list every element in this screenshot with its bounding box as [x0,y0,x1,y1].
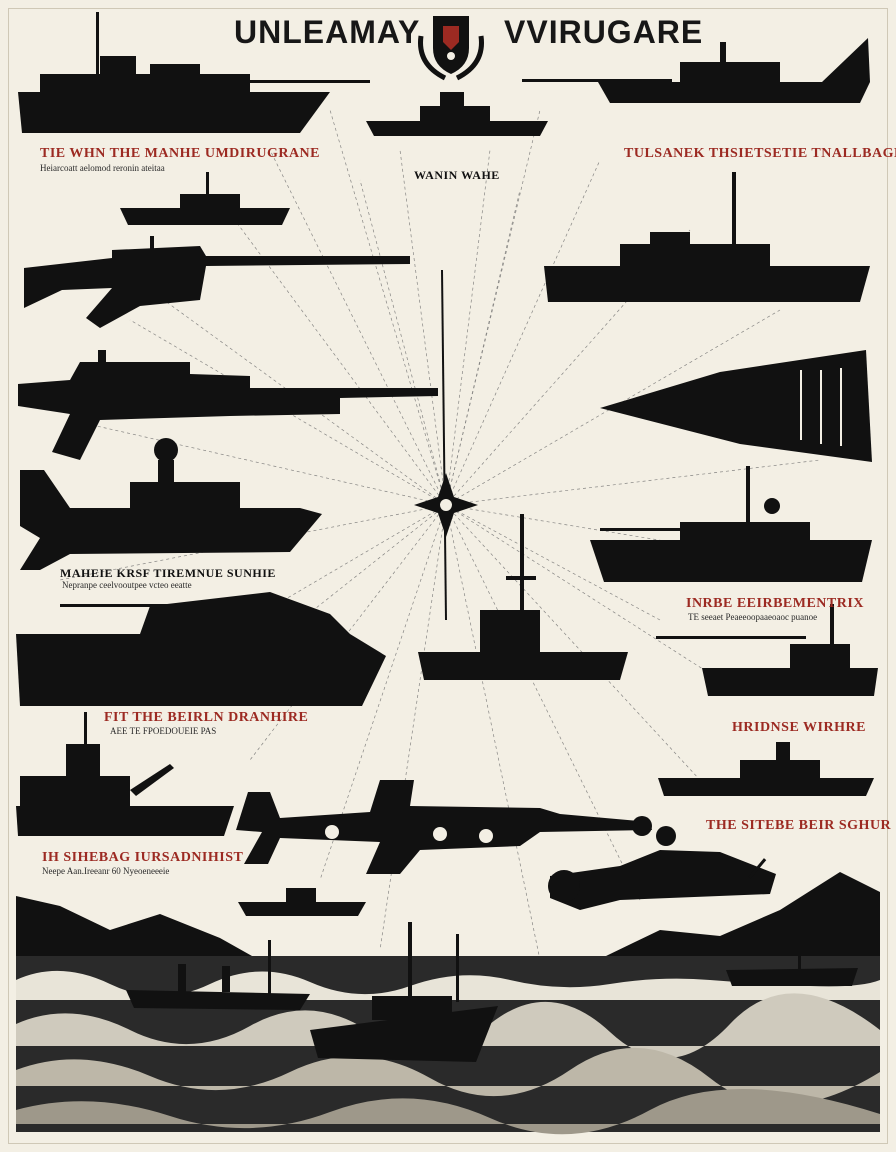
poster-title-left: UNLEAMAY [234,14,421,50]
ship-top-center [366,92,548,136]
rifle-mid [18,350,438,460]
label-lower-right: HRIDNSE WIRHRE [732,720,866,735]
mountains-right [606,872,880,956]
wreath-crest-icon [418,16,484,81]
label-top-left-sub: Heiarcoatt aelomod reronin ateitaa [40,163,165,173]
ship-small-left [120,172,290,225]
torpedo-boat-left [20,438,322,570]
label-center-top: WANIN WAHE [414,168,500,182]
label-mid-left-sub: Nepranpe ceelvooutpee vcteo eeatte [62,580,192,590]
aircraft-center [236,780,652,874]
label-lower-left: FIT THE BEIRLN DRANHIRE [104,710,309,725]
gunboat-left [16,592,386,706]
seaplane-right [548,826,776,910]
center-mast [441,269,447,621]
ship-right-row6 [658,742,874,796]
ship-top-right [522,38,870,103]
ship-right-row2 [544,172,870,302]
poster-frame [8,8,888,1144]
poster-title-right: VVIRUGARE [504,14,704,50]
mountains-left [16,896,252,956]
ship-right-row4 [590,466,872,582]
label-mid-right: INRBE EEIRBEMENTRIX [686,596,864,611]
rifle-top [24,236,410,328]
compass-star-icon [414,473,478,537]
label-lower-left-sub: AEE TE FPOEDOUEIE PAS [110,726,217,736]
label-top-left: TIE WHN THE MANHE UMDIRUGRANE [40,146,321,161]
label-mid-right-sub: TE seeaet Peaeeoopaaeoaoc puanoe [688,612,818,622]
label-mid-left: MAHEIE KRSF TIREMNUE SUNHIE [60,566,276,580]
patrol-boat-center [418,514,628,680]
label-bottom-left: IH SIHEBAG IURSADNIHIST [42,850,244,865]
ship-top-left [18,12,370,133]
rowboat-left [126,940,310,1010]
ship-right-row5 [656,604,878,696]
boat-right-sea [726,920,858,986]
destroyer-left [16,712,234,836]
label-top-right: TULSANEK THSIETSETIE TNALLBAGE [624,146,896,161]
small-boat-center [238,888,366,916]
label-bottom-right: THE SITEBE BEIR SGHUR [706,818,892,833]
label-bottom-left-sub: Neepe Aan.Ireeanr 60 Nyeoeneeeie [42,866,170,876]
submarine-bow-right [600,350,872,462]
fishing-boat-center [310,922,498,1062]
